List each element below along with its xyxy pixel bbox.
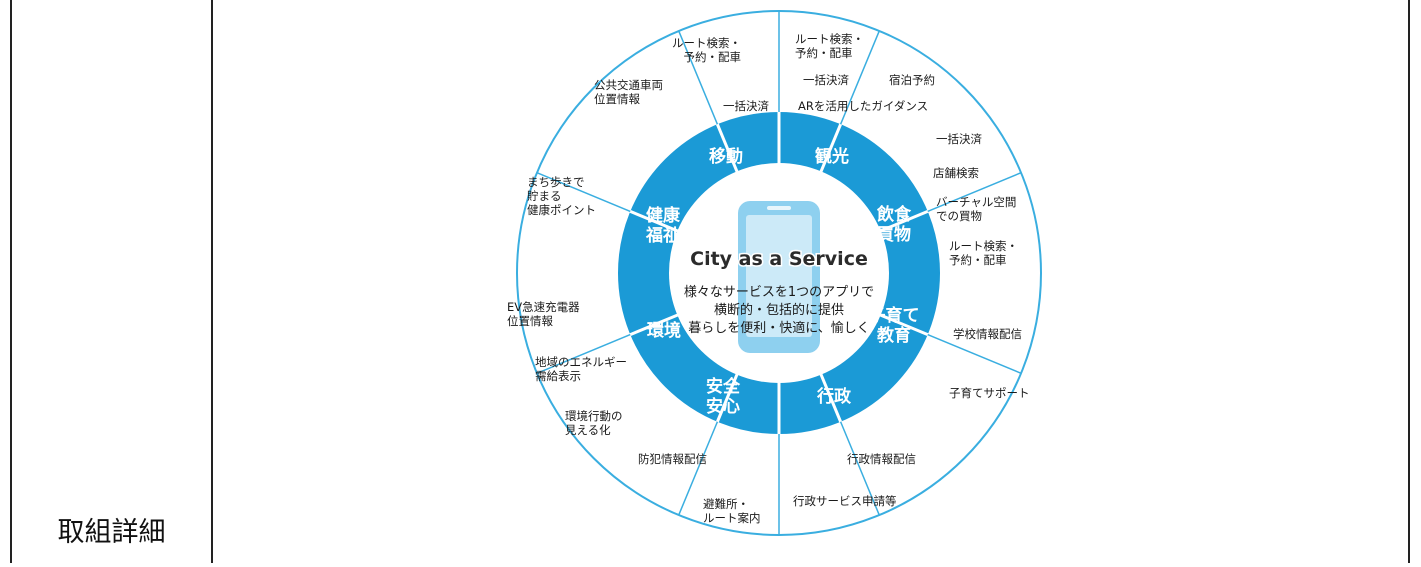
service-label: 避難所・ルート案内 bbox=[703, 497, 761, 525]
service-label: まち歩きで貯まる健康ポイント bbox=[527, 175, 596, 217]
sector-divider bbox=[836, 414, 880, 516]
ring-separator bbox=[629, 312, 680, 336]
service-label: 学校情報配信 bbox=[953, 327, 1022, 341]
row-label-cell: 取組詳細 bbox=[10, 0, 213, 563]
center-title: City as a Service bbox=[690, 248, 868, 270]
service-label: 行政サービス申請等 bbox=[793, 494, 897, 508]
category-label: 移動 bbox=[709, 146, 743, 167]
category-label: 行政 bbox=[816, 386, 852, 407]
row-content-cell: 移動観光飲食買物子育て教育行政安全安心環境健康福祉 City as a Serv… bbox=[213, 0, 1410, 563]
sector-divider bbox=[920, 330, 1022, 374]
ring-separator bbox=[716, 372, 740, 423]
category-label: 健康福祉 bbox=[645, 205, 681, 246]
service-label: 店舗検索 bbox=[933, 166, 979, 180]
city-as-a-service-diagram: 移動観光飲食買物子育て教育行政安全安心環境健康福祉 City as a Serv… bbox=[507, 10, 1042, 536]
ring-separator bbox=[629, 210, 680, 234]
service-label: 一括決済 bbox=[803, 73, 849, 87]
ring-separator bbox=[878, 210, 929, 234]
smartphone-speaker bbox=[767, 206, 791, 210]
sector-divider bbox=[536, 330, 638, 374]
service-label: 一括決済 bbox=[936, 132, 982, 146]
service-label: ルート検索・予約・配車 bbox=[949, 239, 1018, 267]
ring-separator bbox=[878, 312, 929, 336]
row-label: 取組詳細 bbox=[57, 517, 166, 548]
category-label: 環境 bbox=[647, 320, 681, 341]
category-label: 飲食買物 bbox=[876, 204, 912, 245]
sector-divider bbox=[678, 30, 722, 132]
center-description-line: 様々なサービスを1つのアプリで bbox=[684, 285, 874, 300]
service-label: 子育てサポート bbox=[949, 386, 1030, 400]
ring-separator bbox=[716, 123, 740, 174]
service-label: 地域のエネルギー需給表示 bbox=[535, 355, 627, 383]
sector-divider bbox=[920, 172, 1022, 216]
smartphone-screen bbox=[746, 215, 812, 337]
service-label: ARを活用したガイダンス bbox=[798, 99, 928, 113]
sector-divider bbox=[678, 414, 722, 516]
service-label: ルート検索・予約・配車 bbox=[672, 36, 741, 64]
service-label: バーチャル空間での買物 bbox=[936, 195, 1016, 223]
category-label: 観光 bbox=[815, 146, 849, 167]
center-description-line: 暮らしを便利・快適に、愉しく bbox=[688, 320, 870, 336]
service-label: 防犯情報配信 bbox=[638, 452, 707, 466]
sector-divider bbox=[836, 30, 880, 132]
service-label: 行政情報配信 bbox=[847, 452, 916, 466]
service-label: 公共交通車両位置情報 bbox=[594, 78, 663, 106]
category-label: 安全安心 bbox=[706, 376, 741, 417]
service-label: 一括決済 bbox=[723, 99, 769, 113]
ring-separator bbox=[818, 372, 842, 423]
ring-separator bbox=[818, 123, 842, 174]
center-description-line: 横断的・包括的に提供 bbox=[714, 302, 844, 318]
service-label: 環境行動の見える化 bbox=[565, 409, 623, 437]
service-label: EV急速充電器位置情報 bbox=[507, 300, 580, 328]
service-label: 宿泊予約 bbox=[889, 73, 935, 87]
sector-divider bbox=[536, 172, 638, 216]
service-label: ルート検索・予約・配車 bbox=[795, 32, 864, 60]
